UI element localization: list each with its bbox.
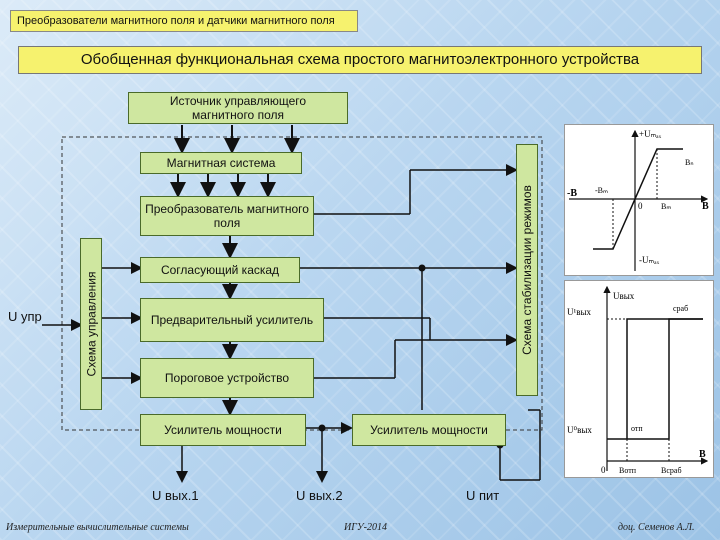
graph1-x-left-label: -B: [567, 188, 577, 199]
graph2-y-upper-label: U¹вых: [567, 307, 591, 317]
graph2-y-lower-label: U⁰вых: [567, 425, 592, 435]
graph2-srab-label: сраб: [673, 304, 688, 313]
graph1-ymin-label: -Uₘₐₓ: [639, 255, 660, 265]
footer-right: доц. Семенов А.Л.: [618, 522, 695, 533]
footer-center: ИГУ-2014: [344, 522, 387, 533]
u-out-1-label: U вых.1: [152, 488, 199, 503]
graph2-b-otp-label: Bотп: [619, 466, 637, 475]
stabilization-scheme-label: Схема стабилизации режимов: [520, 185, 534, 355]
graph1-bm-left-label: -Bₘ: [595, 186, 608, 195]
threshold-device-block: Пороговое устройство: [140, 358, 314, 398]
footer-left: Измерительные вычислительные системы: [6, 522, 189, 533]
power-amplifier-2-block: Усилитель мощности: [352, 414, 506, 446]
graph1-bn-label: Bₙ: [685, 158, 694, 167]
matching-stage-block: Согласующий каскад: [140, 257, 300, 283]
diagram-title: Обобщенная функциональная схема простого…: [18, 46, 702, 74]
control-scheme-label: Схема управления: [84, 271, 99, 377]
u-supply-label: U пит: [466, 488, 500, 503]
graph2-origin-label: 0: [601, 465, 606, 475]
hysteresis-graph: Uвых U¹вых U⁰вых B 0 Bотп Bсраб сраб отп: [564, 280, 714, 478]
graph1-ymax-label: +Uₘₐₓ: [639, 129, 662, 139]
graph1-bm-right-label: Bₘ: [661, 202, 671, 211]
graph1-x-right-label: B: [702, 201, 709, 212]
transfer-characteristic-graph: +Uₘₐₓ -Uₘₐₓ -B B 0 -Bₘ Bₘ Bₙ: [564, 124, 714, 276]
graph1-origin-label: 0: [638, 201, 643, 211]
power-amplifier-1-block: Усилитель мощности: [140, 414, 306, 446]
u-out-2-label: U вых.2: [296, 488, 343, 503]
source-block: Источник управляющего магнитного поля: [128, 92, 348, 124]
slide-title: Преобразователи магнитного поля и датчик…: [10, 10, 358, 32]
control-scheme-block: Схема управления: [80, 238, 102, 410]
graph2-x-axis-label: B: [699, 449, 706, 460]
graph2-y-axis-label: Uвых: [613, 291, 635, 301]
preamplifier-block: Предварительный усилитель: [140, 298, 324, 342]
graph2-b-srab-label: Bсраб: [661, 466, 682, 475]
u-control-label: U упр: [8, 309, 42, 324]
stabilization-scheme-block: Схема стабилизации режимов: [516, 144, 538, 396]
converter-block: Преобразователь магнитного поля: [140, 196, 314, 236]
graph2-otp-label: отп: [631, 424, 643, 433]
magnetic-system-block: Магнитная система: [140, 152, 302, 174]
